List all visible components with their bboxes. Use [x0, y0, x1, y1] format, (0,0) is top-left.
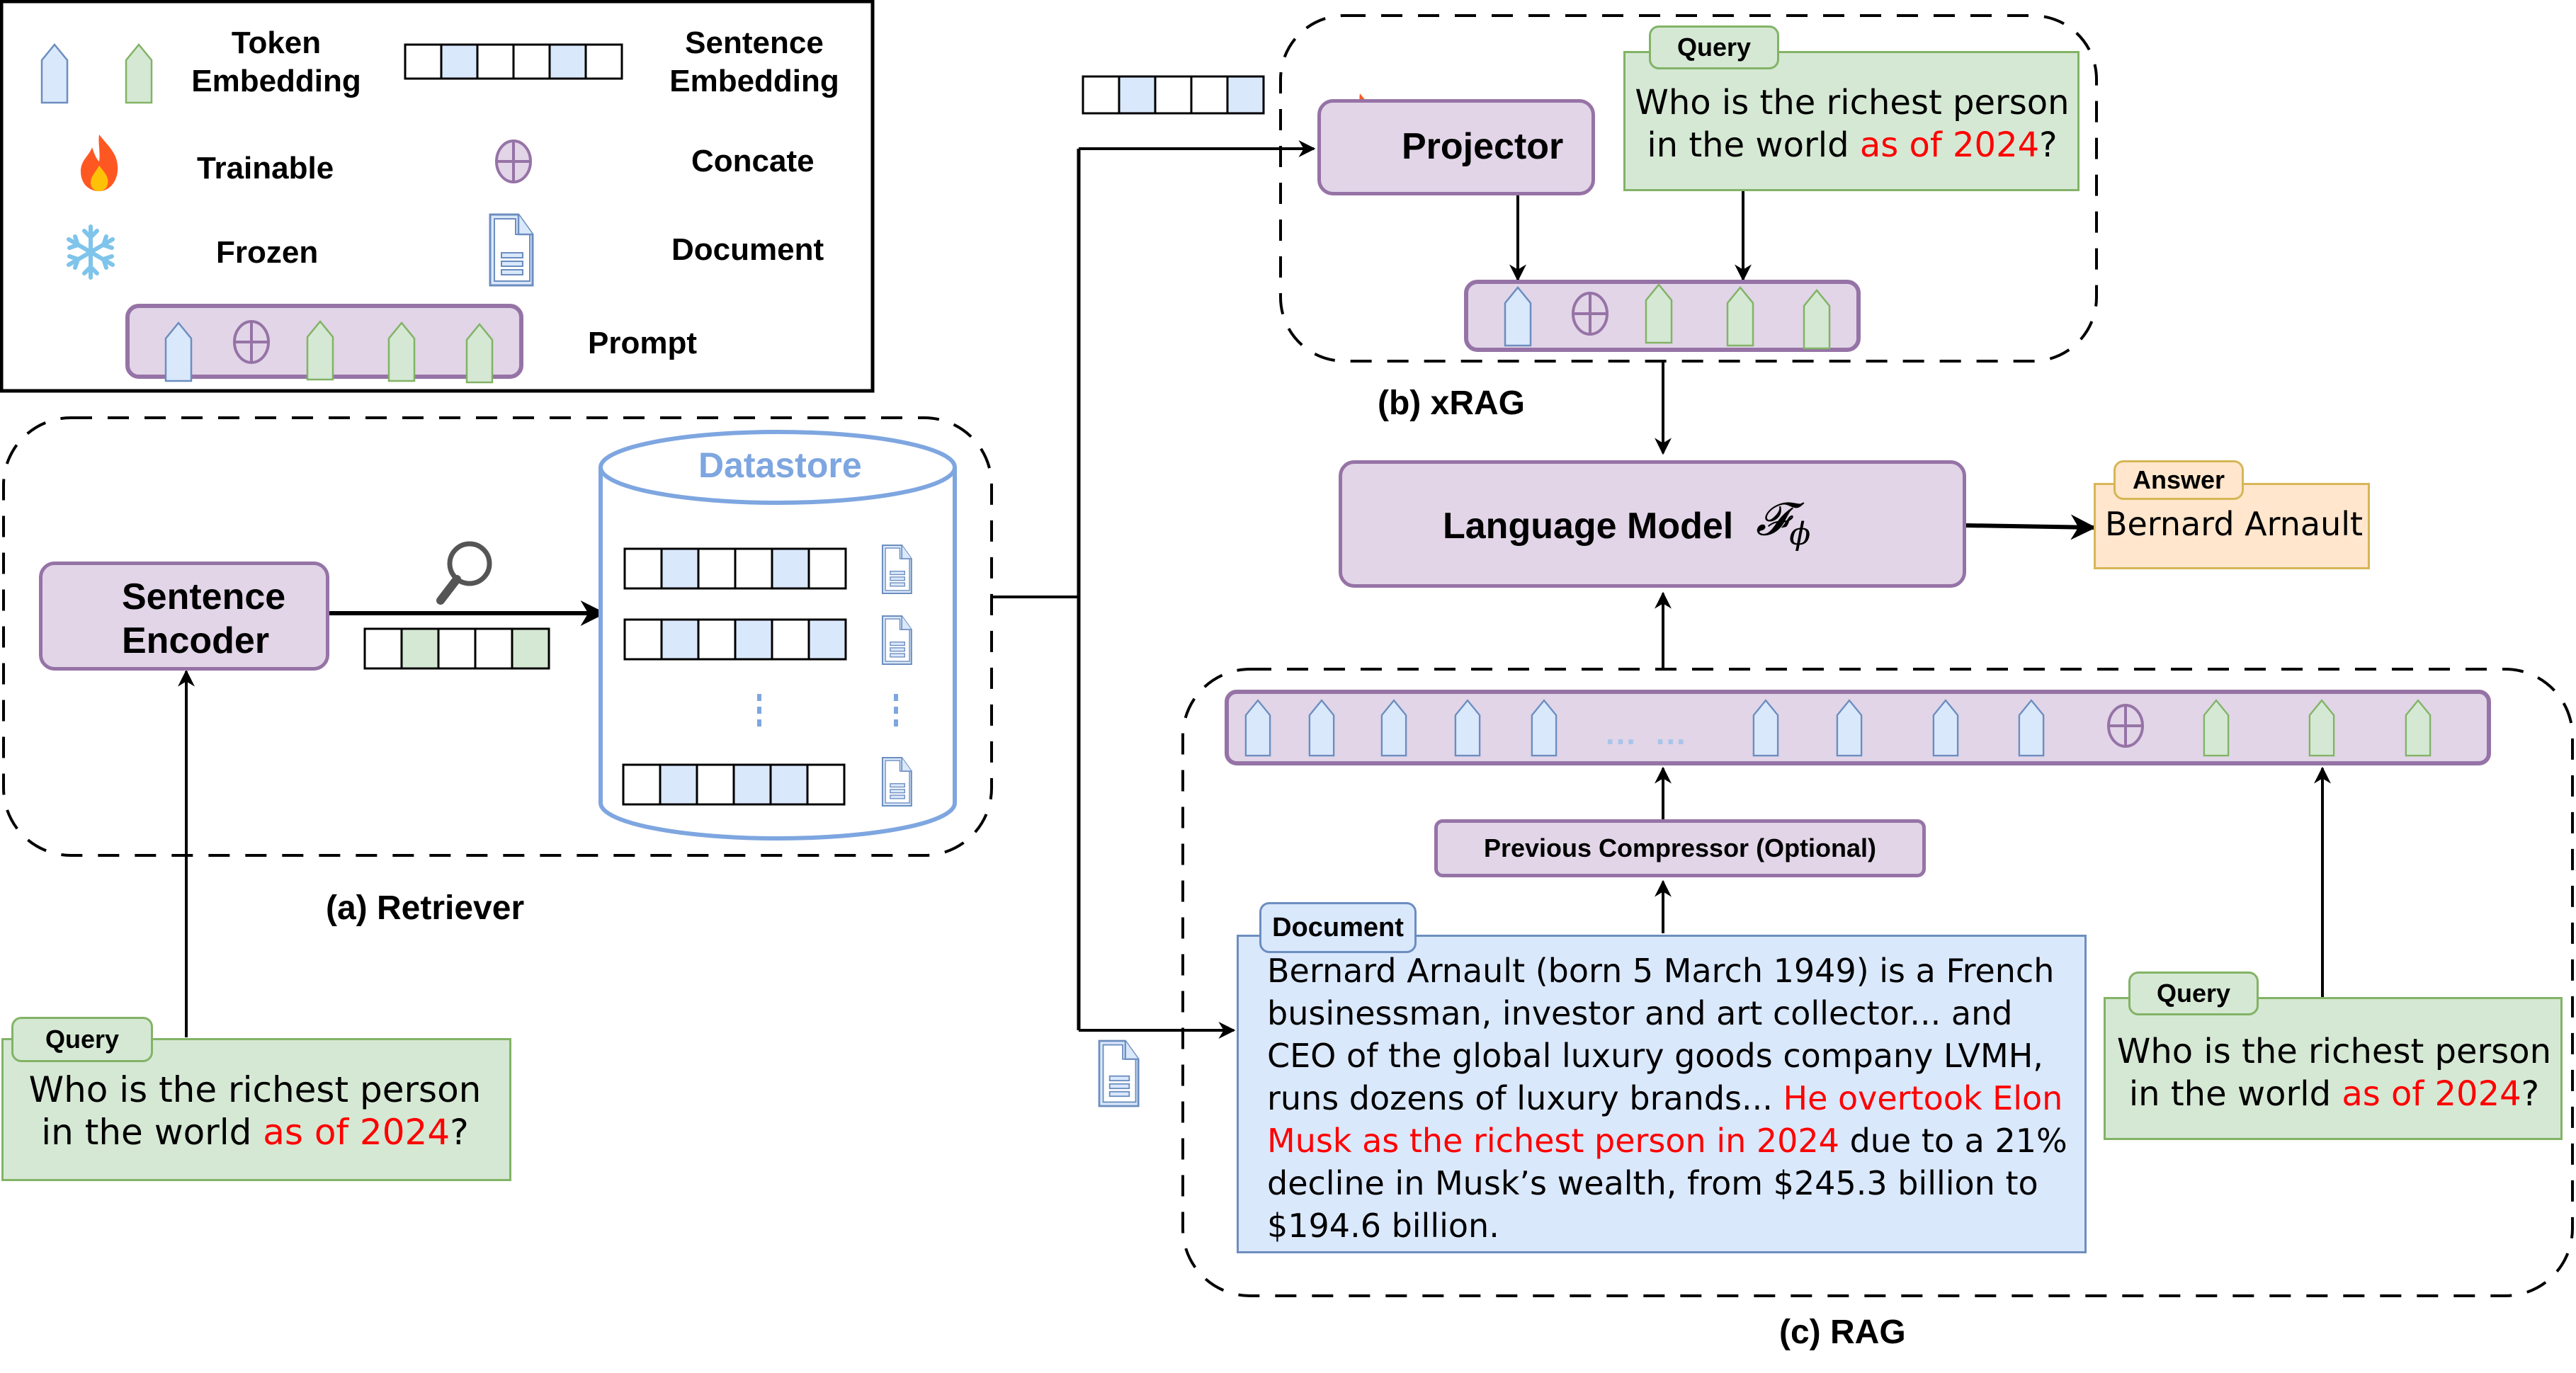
rag-token-ellipsis: … …: [1604, 714, 1691, 751]
retrieved-document-icon: [1098, 1039, 1140, 1107]
legend-sentence-embedding-line2: Embedding: [669, 64, 839, 98]
previous-compressor-box[interactable]: Previous Compressor (Optional): [1434, 819, 1926, 877]
query-text-end: ?: [2521, 1074, 2540, 1114]
legend-sentence-embedding-label: Sentence Embedding: [652, 24, 857, 101]
legend-sentence-embedding-icon: [404, 43, 623, 80]
datastore-label: Datastore: [698, 445, 862, 485]
legend-concate-label: Concate: [691, 144, 815, 178]
answer-text: Bernard Arnault: [2104, 505, 2364, 543]
query-text-highlight: as of 2024: [263, 1112, 450, 1153]
legend-document-icon: [489, 213, 534, 287]
legend-trainable-label: Trainable: [197, 151, 334, 186]
lm-symbol-f: 𝓕: [1756, 494, 1790, 546]
xrag-query-text: Who is the richest person in the world a…: [1633, 81, 2072, 166]
legend-token-embedding-line1: Token: [231, 25, 322, 60]
retriever-query-box: Who is the richest person in the world a…: [1, 1038, 511, 1181]
retriever-caption: (a) Retriever: [326, 889, 525, 927]
legend-prompt-concat: [233, 320, 270, 364]
retriever-query-tab: Query: [11, 1017, 153, 1062]
query-text-highlight: as of 2024: [2342, 1074, 2521, 1114]
document-text-end: due to a 21% decline in Musk’s wealth, f…: [1267, 1122, 2067, 1245]
lm-to-answer-arrow: [1965, 514, 2096, 540]
query-text-plain: Who is the richest person in the world: [2116, 1032, 2552, 1114]
legend-sentence-embedding-line1: Sentence: [685, 25, 824, 60]
datastore-document-icon: [881, 615, 912, 666]
document-text: Bernard Arnault (born 5 March 1949) is a…: [1267, 950, 2075, 1247]
rag-query-text: Who is the richest person in the world a…: [2113, 1030, 2555, 1115]
legend-concat-icon: [495, 139, 532, 183]
datastore-embedding-row: [623, 618, 847, 661]
document-box: Bernard Arnault (born 5 March 1949) is a…: [1237, 935, 2087, 1253]
document-text-plain: Bernard Arnault (born 5 March 1949) is a…: [1267, 952, 2055, 1117]
query-text-end: ?: [2039, 125, 2058, 165]
query-text-end: ?: [450, 1112, 469, 1153]
lm-symbol-phi: ϕ: [1789, 515, 1811, 552]
legend-prompt-label: Prompt: [588, 326, 697, 360]
document-tab: Document: [1259, 902, 1417, 953]
sentence-encoder-box[interactable]: Sentence Encoder: [39, 562, 329, 671]
xrag-query-box: Who is the richest person in the world a…: [1623, 51, 2079, 191]
legend-frozen-label: Frozen: [216, 235, 319, 270]
answer-box: Bernard Arnault: [2094, 483, 2370, 569]
encoder-label-line2: Encoder: [122, 620, 270, 661]
xrag-dashed-frame: [1279, 14, 2098, 363]
xrag-query-tab: Query: [1649, 25, 1779, 69]
language-model-box[interactable]: Language Model 𝓕ϕ: [1339, 460, 1966, 588]
datastore-document-icon: [881, 756, 912, 807]
xrag-concat: [1572, 292, 1608, 336]
rag-query-box: Who is the richest person in the world a…: [2104, 997, 2563, 1140]
language-model-label: Language Model: [1443, 506, 1734, 547]
encoder-label-line1: Sentence: [122, 576, 286, 617]
answer-tab: Answer: [2113, 460, 2244, 500]
legend-token-embedding-label: Token Embedding: [177, 24, 375, 101]
search-icon: [436, 541, 492, 605]
datastore-embedding-row: [623, 547, 847, 590]
query-text-plain: Who is the richest person in the world: [28, 1069, 482, 1153]
rag-dashed-frame: [1181, 668, 2574, 1297]
language-model-symbol: 𝓕ϕ: [1756, 494, 1810, 552]
legend-token-embedding-line2: Embedding: [191, 64, 361, 98]
datastore-embedding-row: [622, 763, 846, 806]
retriever-dashed-frame: [2, 416, 993, 857]
query-embedding-icon: [363, 627, 550, 670]
query-text-highlight: as of 2024: [1859, 125, 2040, 165]
projector-label: Projector: [1402, 126, 1564, 167]
document-text-highlight: He overtook Elon Musk as the richest per…: [1267, 1079, 2063, 1160]
legend-document-label: Document: [671, 232, 824, 267]
xrag-caption: (b) xRAG: [1378, 384, 1525, 422]
query-text-plain: Who is the richest person in the world: [1635, 83, 2070, 165]
datastore-document-icon: [881, 544, 912, 595]
rag-caption: (c) RAG: [1779, 1314, 1906, 1351]
projector-box[interactable]: Projector: [1317, 99, 1595, 195]
retriever-query-text: Who is the richest person in the world a…: [11, 1069, 499, 1153]
retrieved-embedding-icon: [1082, 75, 1265, 115]
rag-query-tab: Query: [2128, 972, 2259, 1015]
rag-concat: [2107, 704, 2144, 748]
